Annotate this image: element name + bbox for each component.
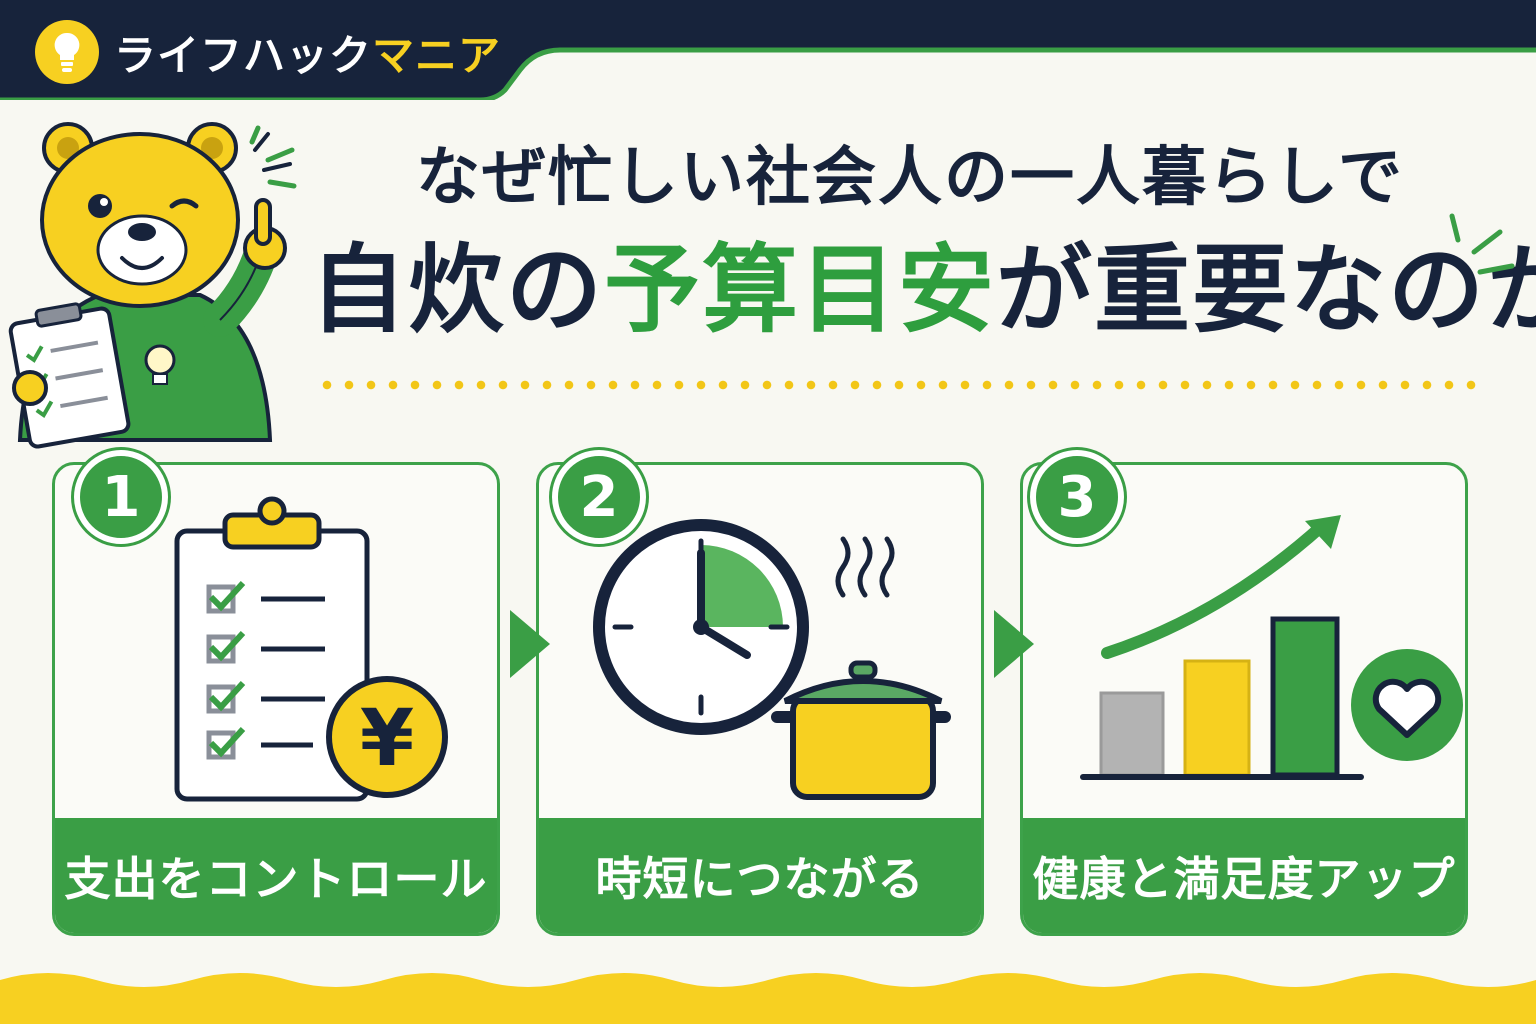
- headline-line2-a: 自炊の: [310, 234, 604, 346]
- step-label-2: 時短につながる: [539, 818, 981, 933]
- sparkle-icon: [1449, 213, 1515, 275]
- clipboard-yen-icon: ¥: [174, 496, 448, 802]
- brand-logo[interactable]: ライフハックマニア: [34, 20, 501, 84]
- step-number-3: 3: [1030, 450, 1124, 544]
- sparkle-line: [253, 132, 270, 152]
- sparkle-line: [262, 162, 292, 172]
- step-card-3[interactable]: 健康と満足度アップ: [1020, 462, 1468, 936]
- growth-chart-heart-icon: [1080, 515, 1463, 780]
- brand-name-white: ライフハック: [114, 30, 373, 80]
- headline-highlight: 予算目安: [604, 234, 996, 346]
- clock-pot-icon: [593, 519, 951, 800]
- yen-symbol: ¥: [360, 694, 414, 784]
- headline-line1: なぜ忙しい社会人の一人暮らしで: [415, 141, 1405, 215]
- headline-line2: 自炊の予算目安が重要なのか: [310, 230, 1536, 350]
- headline: なぜ忙しい社会人の一人暮らしで 自炊の予算目安が重要なのか: [310, 130, 1536, 350]
- brand-name: ライフハックマニア: [114, 22, 501, 83]
- step-card-1[interactable]: ¥ 支出をコントロール: [52, 462, 500, 936]
- step-number-1: 1: [74, 450, 168, 544]
- heart-icon: [1372, 678, 1442, 738]
- step-label-1: 支出をコントロール: [55, 818, 497, 933]
- next-arrow-icon: [994, 610, 1034, 678]
- step-number-2: 2: [552, 450, 646, 544]
- bottom-wave-decoration: [0, 973, 1536, 1024]
- dotted-divider: [316, 380, 1488, 390]
- step-label-3: 健康と満足度アップ: [1023, 818, 1465, 933]
- bear-mascot-illustration: [8, 122, 297, 449]
- next-arrow-icon: [510, 610, 550, 678]
- headline-line2-c: が重要なのか: [996, 234, 1536, 346]
- brand-name-yellow: マニア: [372, 30, 502, 80]
- lightbulb-icon: [35, 20, 99, 84]
- step-card-2[interactable]: 時短につながる: [536, 462, 984, 936]
- top-header-bar: [0, 0, 1536, 100]
